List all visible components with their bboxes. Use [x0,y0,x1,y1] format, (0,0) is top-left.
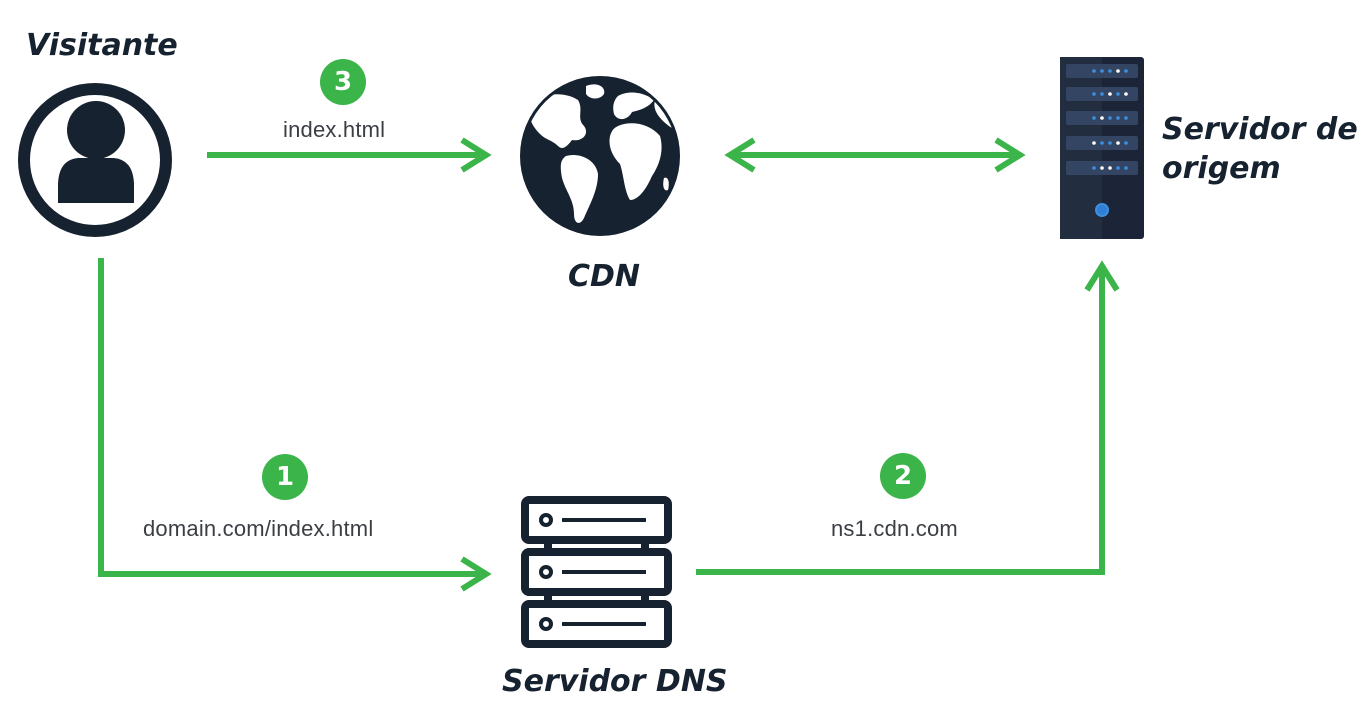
arrow-dns-to-origin [696,260,1120,575]
user-icon [18,83,172,237]
step-2-badge: 2 [880,453,926,499]
origin-label-line1: Servidor de [1162,112,1358,147]
dns-label: Servidor DNS [502,664,728,699]
server-stack-icon [521,496,672,648]
step-1-badge: 1 [262,454,308,500]
server-tower-icon [1060,57,1144,239]
step-3-text: index.html [283,117,386,142]
arrow-visitor-to-dns [98,258,492,592]
step-2-text: ns1.cdn.com [831,516,958,541]
cdn-label: CDN [568,259,641,294]
arrows [98,137,1120,592]
step-3-badge: 3 [320,59,366,105]
origin-label-line2: origem [1162,151,1281,186]
arrow-cdn-origin-bidirectional [724,137,1026,173]
visitor-label: Visitante [26,28,178,63]
server-tower-leds [1092,69,1128,170]
arrow-visitor-to-cdn [207,137,492,173]
server-power-button [1095,203,1109,217]
globe-icon [516,72,684,240]
step-1-text: domain.com/index.html [143,516,374,541]
